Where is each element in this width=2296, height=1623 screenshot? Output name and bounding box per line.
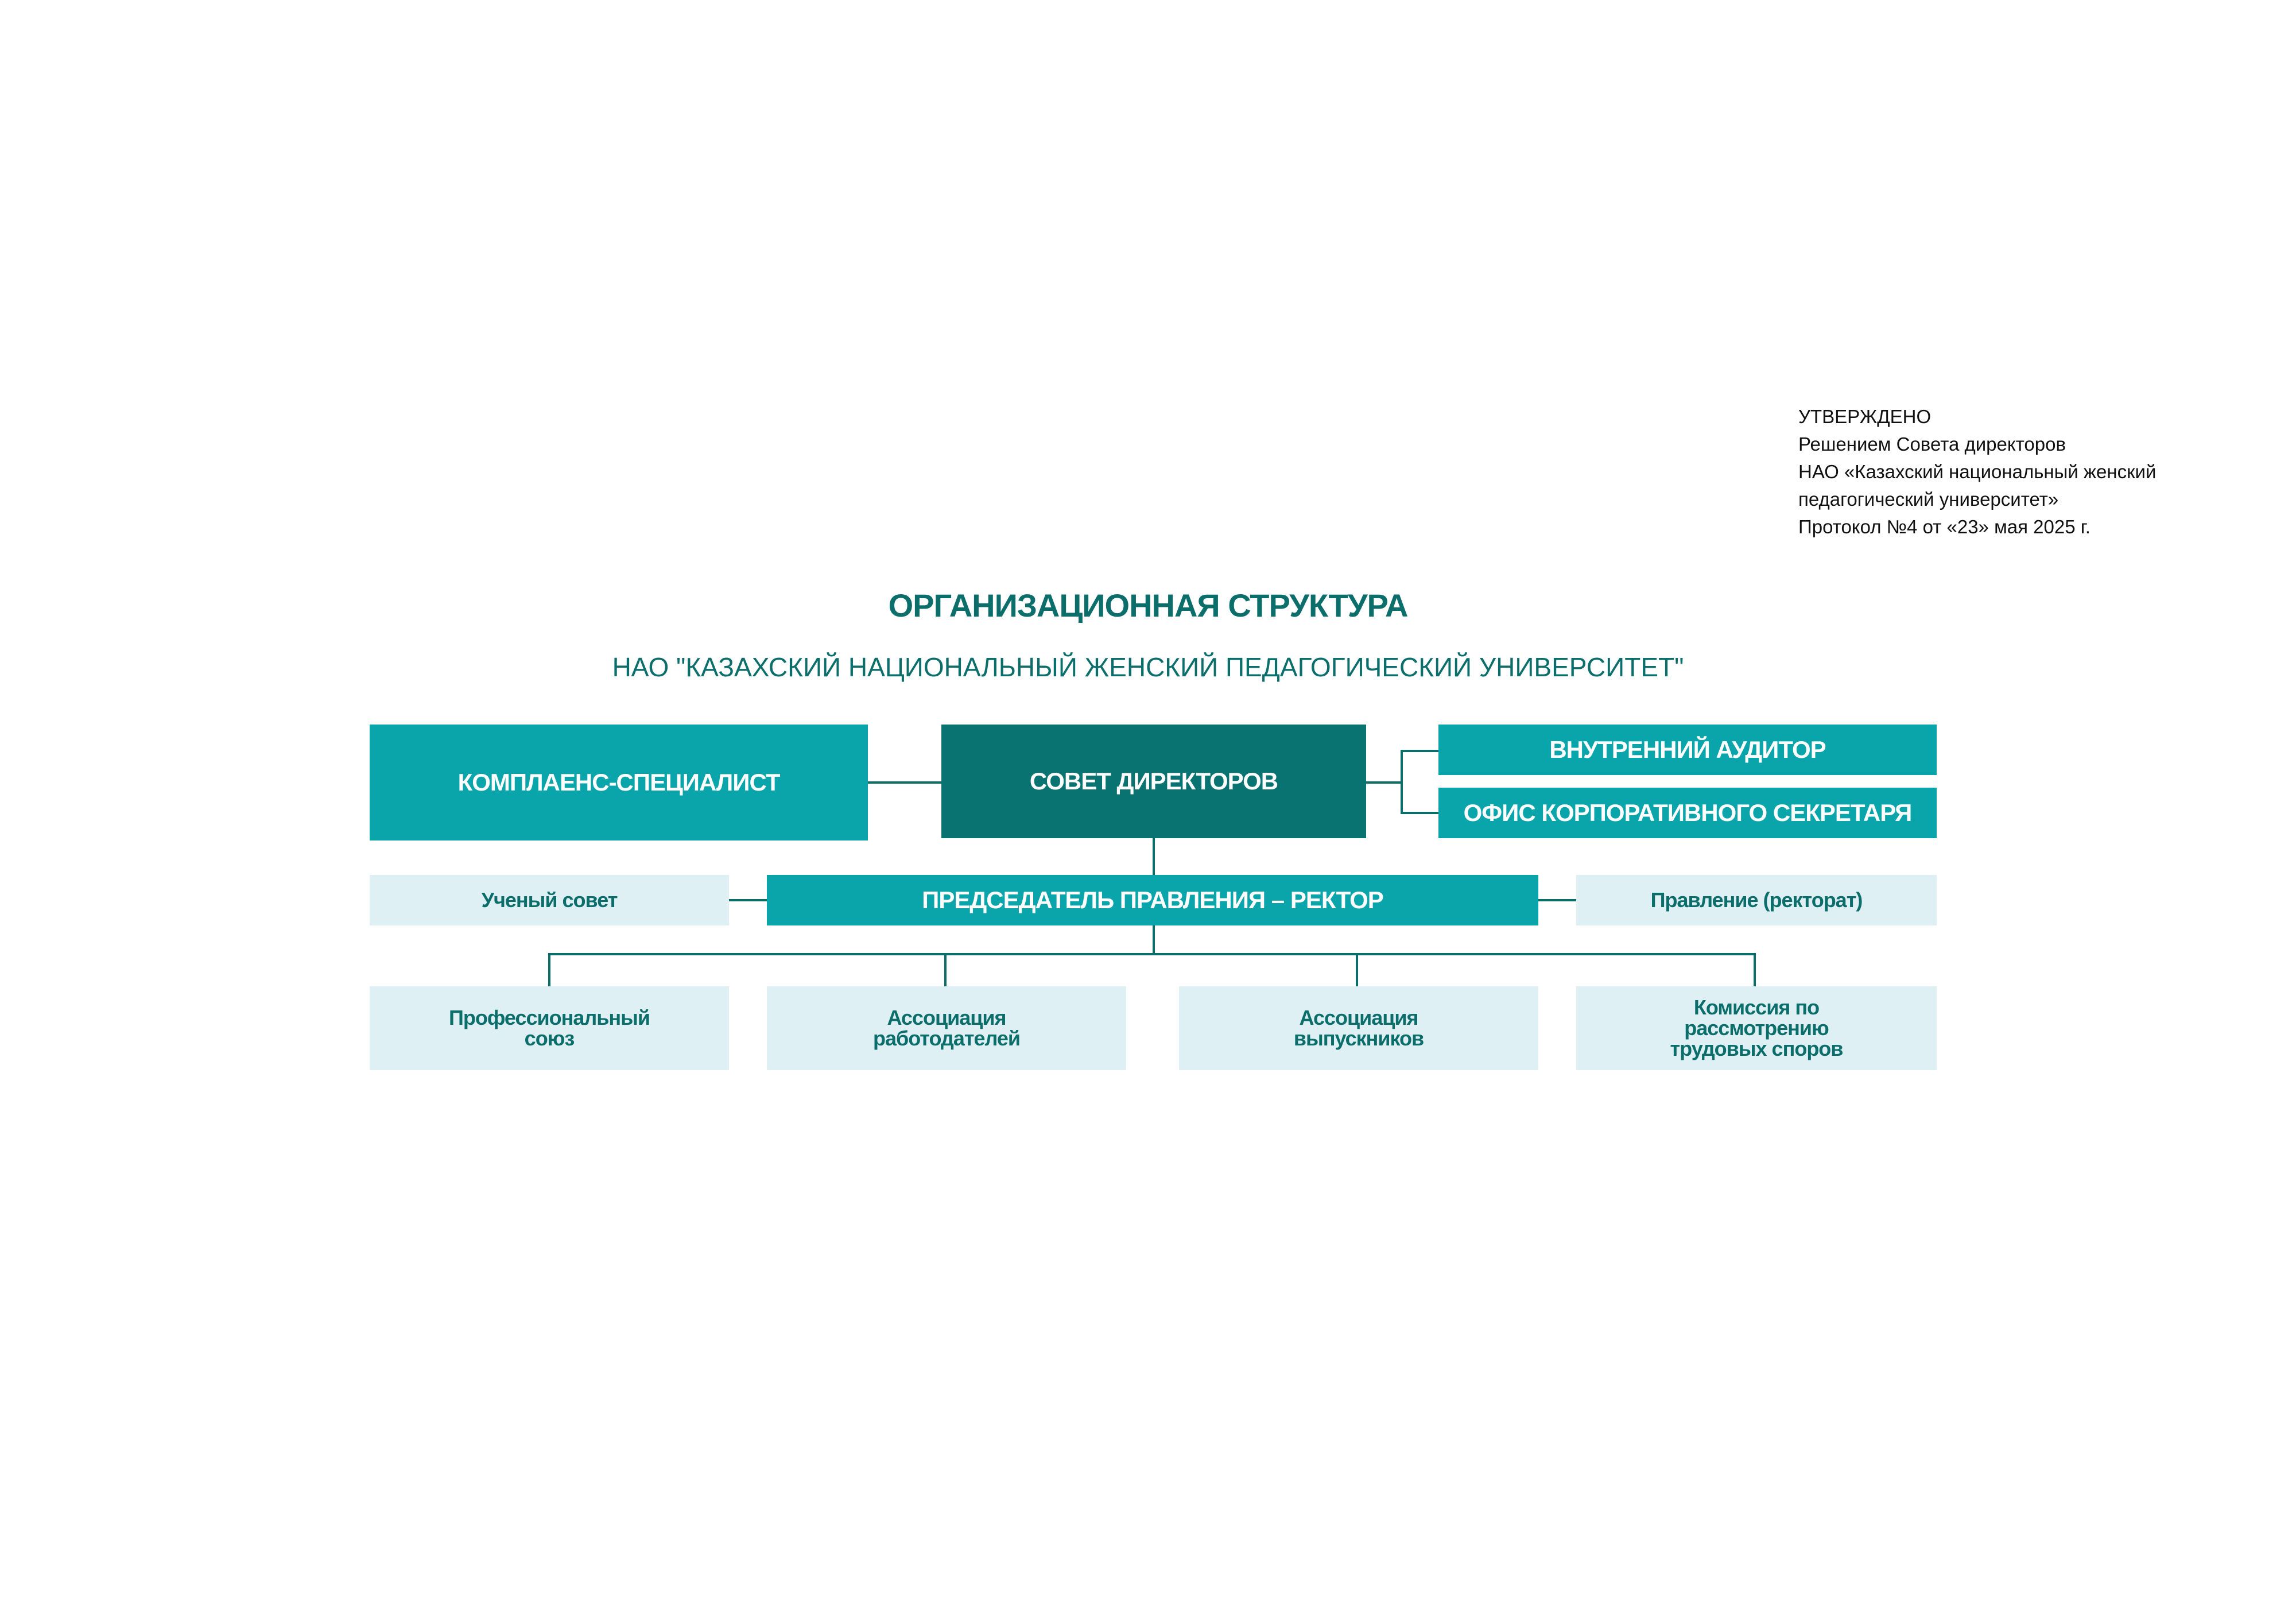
approval-stamp: УТВЕРЖДЕНО Решением Совета директоров НА…	[1798, 403, 2156, 541]
connector-chairman-management	[1538, 899, 1576, 901]
approval-line-3: НАО «Казахский национальный женский	[1798, 461, 2157, 482]
connector-to-union	[548, 953, 550, 986]
compliance-specialist-box: КОМПЛАЕНС-СПЕЦИАЛИСТ	[370, 725, 868, 840]
chairman-rector-box: ПРЕДСЕДАТЕЛЬ ПРАВЛЕНИЯ – РЕКТОР	[767, 875, 1538, 925]
approval-line-5: Протокол №4 от «23» мая 2025 г.	[1798, 516, 2091, 537]
connector-to-employers	[944, 953, 947, 986]
connector-to-secretary	[1401, 812, 1438, 814]
page-title: ОРГАНИЗАЦИОННАЯ СТРУКТУРА	[888, 587, 1409, 623]
connector-board-right-stub	[1366, 781, 1402, 784]
connector-council-chairman	[729, 899, 767, 901]
connector-to-auditor	[1401, 750, 1438, 752]
connector-chairman-down	[1153, 925, 1155, 955]
approval-line-1: УТВЕРЖДЕНО	[1798, 406, 1932, 427]
approval-line-2: Решением Совета директоров	[1798, 433, 2066, 455]
board-of-directors-box: СОВЕТ ДИРЕКТОРОВ	[941, 725, 1366, 838]
approval-line-4: педагогический университет»	[1798, 489, 2059, 510]
connector-board-chairman	[1153, 838, 1155, 876]
connector-right-bracket-vertical	[1401, 750, 1403, 814]
employers-association-box: Ассоциация работодателей	[767, 986, 1126, 1070]
corporate-secretary-box: ОФИС КОРПОРАТИВНОГО СЕКРЕТАРЯ	[1438, 788, 1937, 838]
labor-disputes-commission-box: Комиссия по рассмотрению трудовых споров	[1576, 986, 1937, 1070]
graduates-association-box: Ассоциация выпускников	[1179, 986, 1538, 1070]
internal-auditor-box: ВНУТРЕННИЙ АУДИТОР	[1438, 725, 1937, 775]
connector-bottom-horizontal	[548, 953, 1756, 955]
professional-union-box: Профессиональный союз	[370, 986, 729, 1070]
page-subtitle: НАО "КАЗАХСКИЙ НАЦИОНАЛЬНЫЙ ЖЕНСКИЙ ПЕДА…	[612, 652, 1684, 682]
academic-council-box: Ученый совет	[370, 875, 729, 925]
connector-to-labor-commission	[1754, 953, 1756, 986]
connector-compliance-board	[868, 781, 941, 784]
management-rectorate-box: Правление (ректорат)	[1576, 875, 1937, 925]
connector-to-graduates	[1356, 953, 1358, 986]
